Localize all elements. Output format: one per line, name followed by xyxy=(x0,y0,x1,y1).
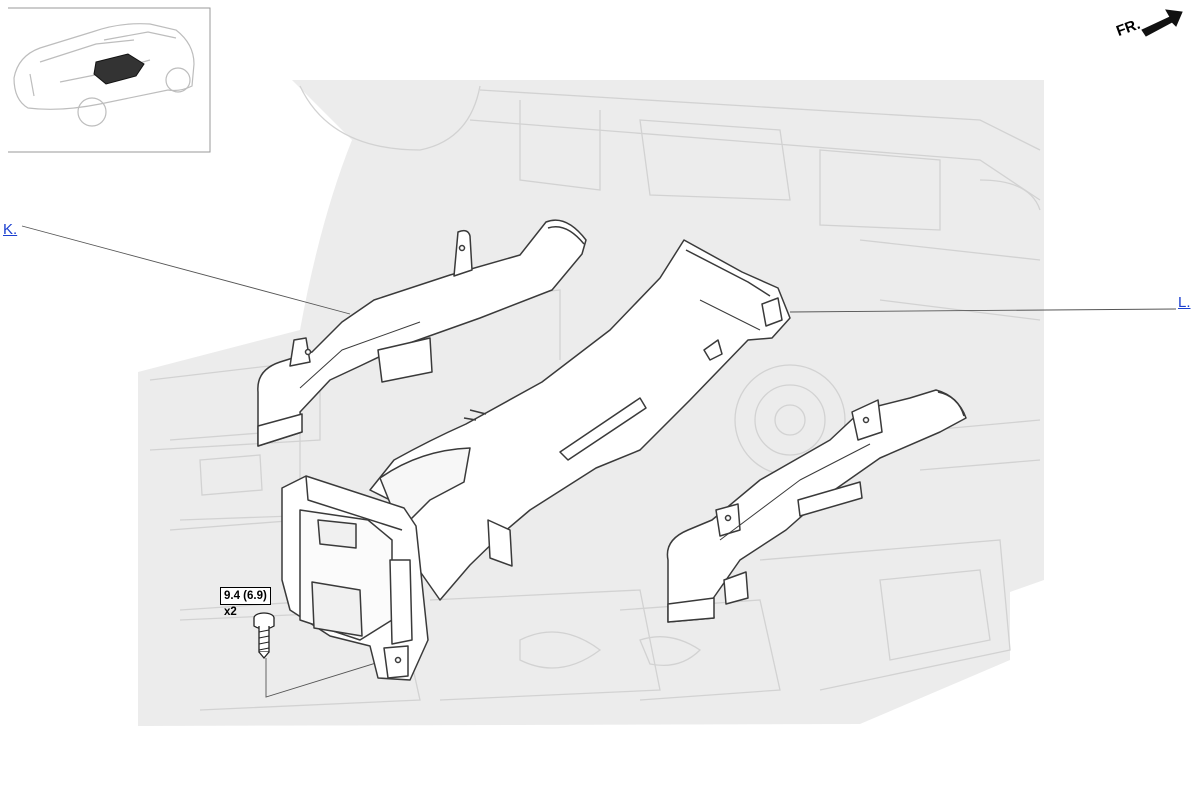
arrow-icon xyxy=(1141,9,1183,37)
callout-link-k[interactable]: K. xyxy=(3,221,18,238)
vehicle-locator-inset xyxy=(8,7,211,153)
duct-right xyxy=(666,389,967,623)
torque-spec-label: 9.4 (6.9) xyxy=(220,587,271,605)
bolt-icon xyxy=(253,612,275,660)
duct-k xyxy=(257,219,587,447)
callout-link-l[interactable]: L. xyxy=(1178,294,1191,311)
leader-lines xyxy=(21,225,1177,698)
duct-l xyxy=(281,239,791,681)
fastener-quantity-label: x2 xyxy=(224,606,237,618)
